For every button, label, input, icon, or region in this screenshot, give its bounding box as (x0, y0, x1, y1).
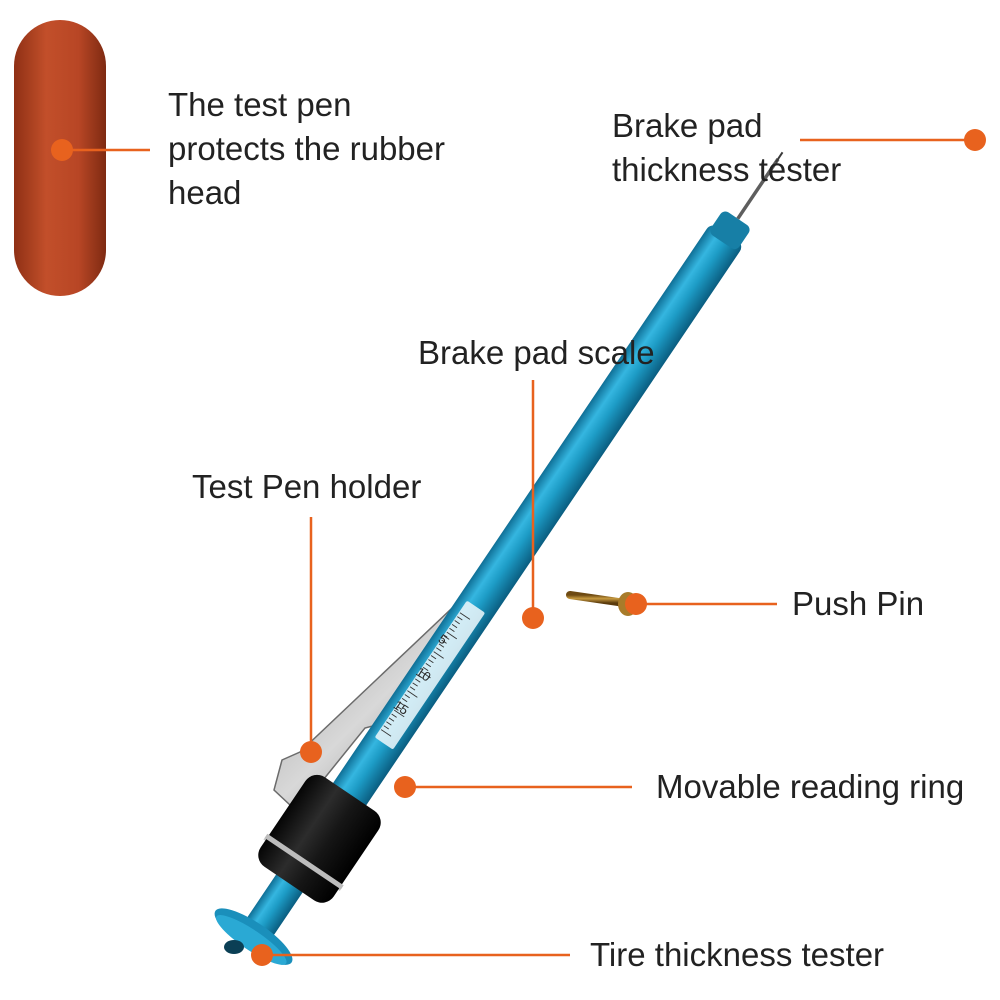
scale-tick (399, 701, 405, 707)
scale-tick (441, 639, 447, 644)
scale-tick (386, 721, 392, 726)
scale-tick (451, 624, 458, 629)
label-push-pin: Push Pin (792, 585, 925, 622)
scale-tick (401, 698, 408, 703)
callout-dot-tire-tester (251, 944, 273, 966)
scale-tick (449, 627, 455, 633)
scale-tick (433, 651, 444, 659)
label-rubber-head-line3: head (168, 174, 242, 211)
scale-tick (412, 682, 418, 687)
callout-dot-holder (300, 741, 322, 763)
callout-dot-brake-scale (522, 607, 544, 629)
scale-tick (417, 674, 424, 679)
scale-number-10: 10 (413, 664, 433, 685)
scale-tick (396, 705, 403, 710)
scale-tick (459, 612, 471, 620)
scale-tick (409, 686, 416, 691)
callout-dot-rubber-head (51, 139, 73, 161)
scale-tick (454, 620, 460, 625)
scale-tick (425, 662, 432, 668)
scale-ticks (380, 612, 471, 737)
scale-tick (443, 635, 450, 640)
label-rubber-head-line2: protects the rubber (168, 130, 445, 167)
label-tire-tester: Tire thickness tester (590, 936, 885, 973)
base-hole-image (224, 940, 244, 954)
scale-tick (380, 729, 392, 737)
scale-tick (388, 717, 395, 722)
label-rubber-head-line1: The test pen (168, 86, 352, 123)
label-brake-tester: Brake pad thickness tester (612, 104, 841, 192)
pen-body-image: 15 10 5 (214, 151, 784, 965)
label-reading-ring: Movable reading ring (656, 768, 965, 805)
label-brake-tester-line2: thickness tester (612, 151, 842, 188)
scale-tick (436, 647, 442, 652)
label-holder: Test Pen holder (192, 468, 422, 505)
scale-tick (394, 709, 405, 718)
scale-tick (420, 670, 431, 679)
scale-tick (430, 655, 437, 660)
callout-dot-reading-ring (394, 776, 416, 798)
callout-dot-brake-tester (964, 129, 986, 151)
label-rubber-head: The test pen protects the rubber head (168, 83, 445, 215)
scale-tick (428, 659, 434, 664)
scale-tick (457, 616, 463, 621)
callout-dots (51, 129, 986, 966)
label-brake-scale: Brake pad scale (418, 334, 655, 371)
scale-number-15: 15 (391, 697, 411, 718)
label-brake-tester-line1: Brake pad (612, 107, 763, 144)
scale-tick (415, 678, 421, 683)
scale-tick (407, 690, 418, 698)
scale-tick (383, 725, 389, 730)
scale-tick (422, 666, 429, 671)
scale-tick (404, 694, 410, 699)
scale-tick (391, 713, 397, 718)
callout-lines (62, 138, 975, 957)
scale-tick (446, 631, 458, 640)
scale-tick (438, 643, 445, 648)
callout-dot-push-pin (625, 593, 647, 615)
